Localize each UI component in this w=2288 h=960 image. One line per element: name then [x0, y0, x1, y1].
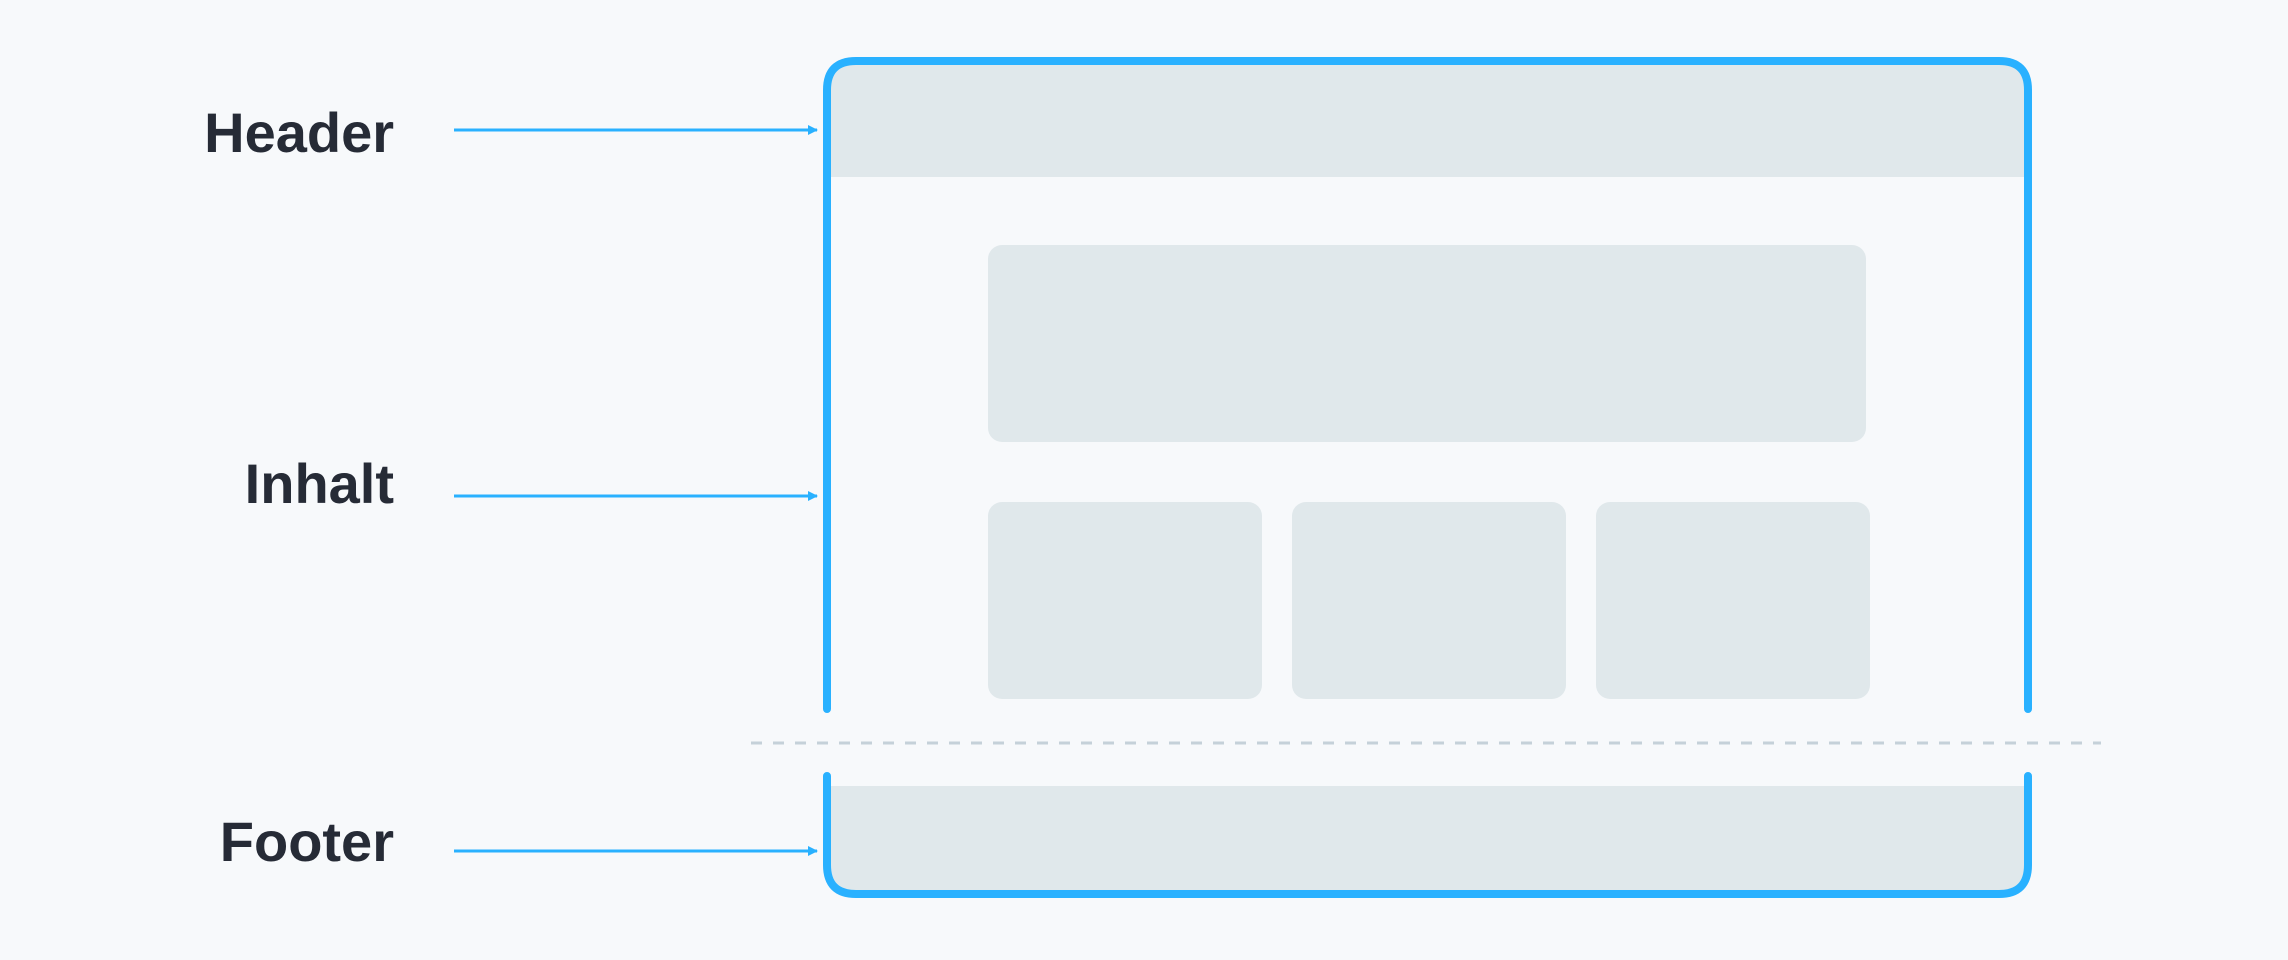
footer-label: Footer	[220, 810, 394, 873]
content-card-2	[1292, 502, 1566, 699]
page-frame-top	[823, 57, 2032, 713]
header-region	[827, 61, 2028, 177]
content-card-1	[988, 502, 1262, 699]
page-frame-bottom	[823, 772, 2032, 898]
footer-region	[827, 786, 2028, 894]
content-hero-block	[988, 245, 1866, 442]
content-card-3	[1596, 502, 1870, 699]
content-label: Inhalt	[245, 452, 394, 515]
header-label: Header	[204, 101, 394, 164]
